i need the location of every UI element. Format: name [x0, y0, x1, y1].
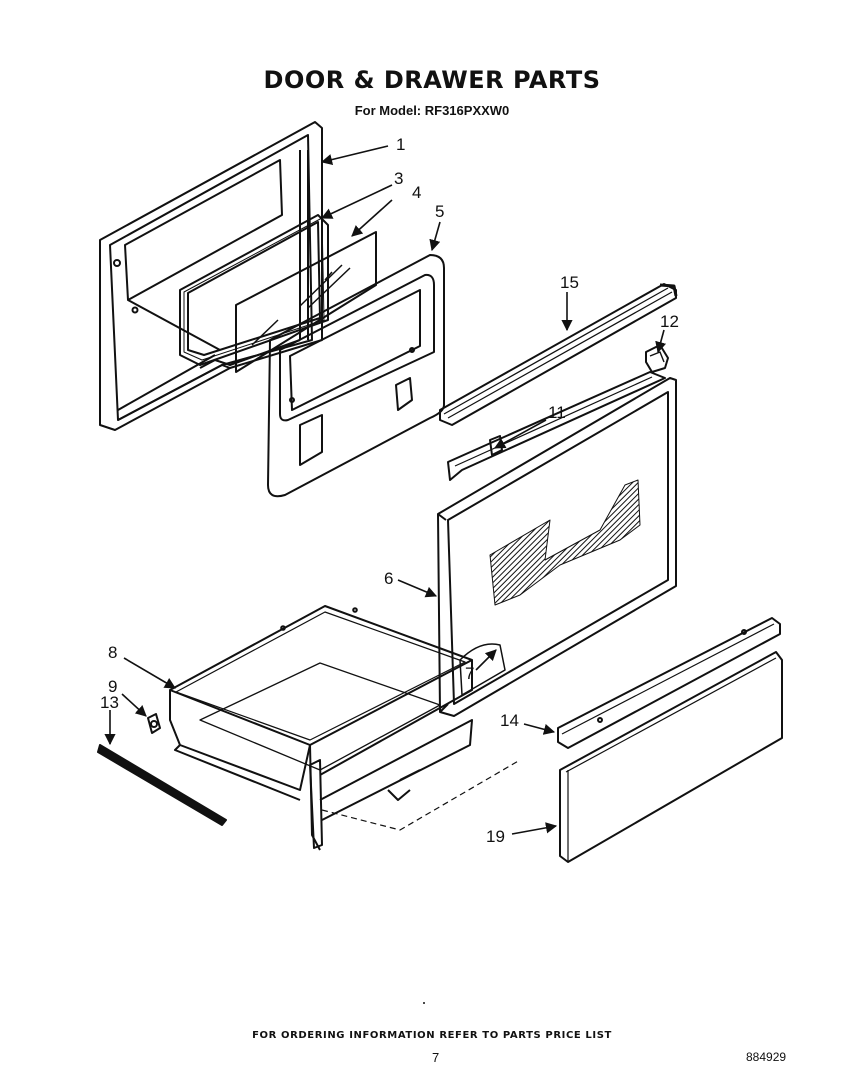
outer-door-panel: [99, 121, 323, 431]
inner-door-liner: [267, 254, 445, 498]
callout-leaders: [104, 145, 667, 835]
callout-8: 8: [108, 643, 117, 662]
model-subtitle: For Model: RF316PXXW0: [354, 103, 510, 118]
callout-9: 9: [108, 677, 117, 696]
callout-1: 1: [396, 135, 405, 154]
ordering-note: FOR ORDERING INFORMATION REFER TO PARTS …: [252, 1030, 612, 1041]
assembly-guide-line: [321, 759, 521, 831]
right-bracket: [645, 344, 669, 373]
callout-12: 12: [660, 312, 679, 331]
drawer-handle: [447, 371, 666, 481]
diagram-title: DOOR & DRAWER PARTS: [263, 66, 601, 94]
callout-14: 14: [500, 711, 519, 730]
drawer-roller: [147, 713, 161, 734]
callout-4: 4: [412, 183, 421, 202]
document-number: 884929: [746, 1050, 787, 1064]
callout-11: 11: [548, 403, 566, 422]
callout-3: 3: [394, 169, 403, 188]
drawer-glide-rail: [97, 744, 227, 826]
kick-panel: [559, 651, 783, 863]
insulation-pad: [489, 479, 641, 606]
callout-5: 5: [435, 202, 444, 221]
callout-13: 13: [100, 693, 119, 712]
page-mark: [423, 1002, 425, 1004]
window-glass: [235, 231, 377, 373]
callout-6: 6: [384, 569, 393, 588]
callout-7: 7: [465, 664, 474, 683]
drawer-front-panel: [437, 377, 677, 717]
drawer-front-trim: [439, 283, 678, 426]
door-gasket: [179, 214, 329, 366]
drawer-rail: [557, 617, 781, 749]
page-number: 7: [432, 1050, 440, 1065]
callout-15: 15: [560, 273, 579, 292]
callout-19: 19: [486, 827, 505, 846]
storage-drawer: [169, 605, 473, 851]
